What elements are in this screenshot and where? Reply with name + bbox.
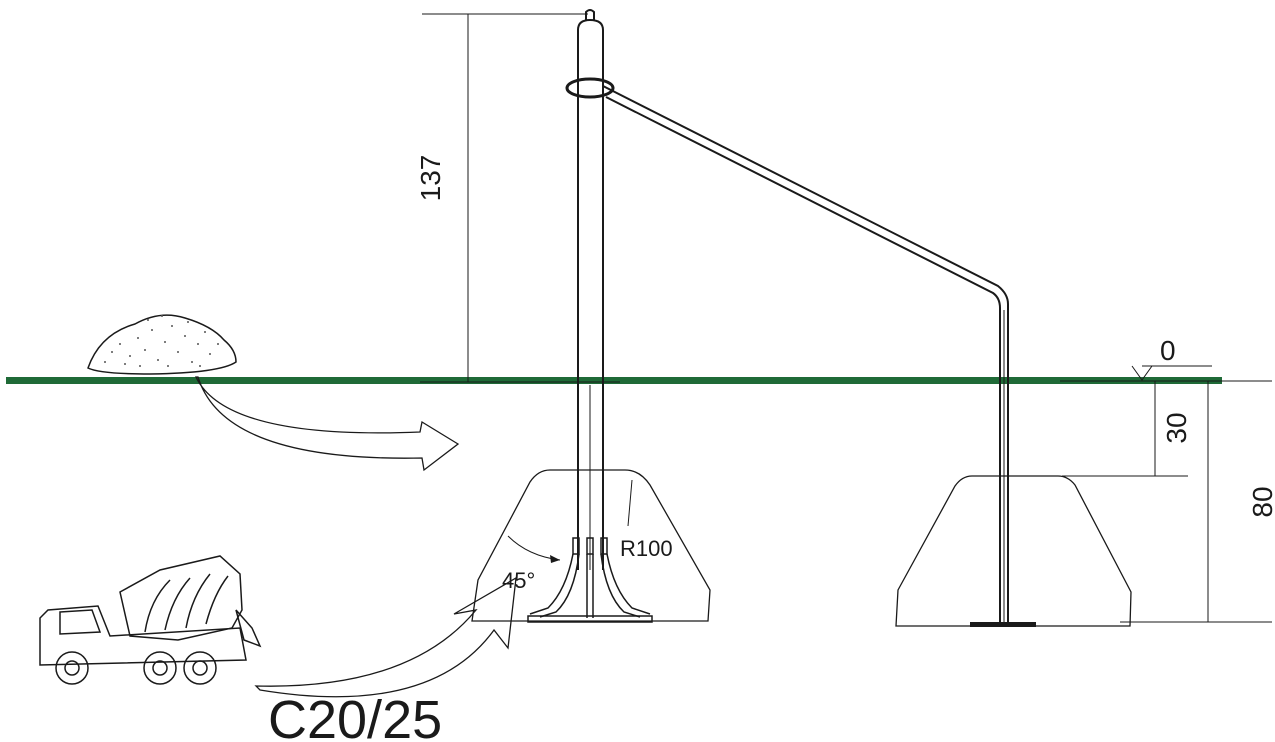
foundation-top-dimension-label: 30 bbox=[1161, 412, 1192, 443]
height-dimension-label: 137 bbox=[415, 155, 446, 202]
brace-arm bbox=[602, 85, 1009, 622]
pour-arrow-icon bbox=[254, 576, 517, 698]
foundation-depth-dimension-label: 80 bbox=[1247, 486, 1275, 517]
foundation-depth-dimension bbox=[1120, 381, 1272, 623]
main-post bbox=[577, 9, 604, 570]
angle-label: 45° bbox=[502, 568, 535, 593]
ground-line bbox=[6, 377, 1222, 384]
concrete-mixer-truck-icon bbox=[39, 555, 262, 685]
soil-pile-icon bbox=[87, 314, 237, 375]
anchor-legs bbox=[527, 537, 653, 623]
right-foundation bbox=[895, 475, 1132, 627]
right-base-plate bbox=[970, 622, 1036, 627]
concrete-grade-label: C20/25 bbox=[268, 690, 442, 742]
radius-label: R100 bbox=[620, 536, 673, 561]
height-dimension bbox=[420, 13, 620, 383]
foundation-top-dimension bbox=[1062, 381, 1188, 477]
ground-level-marker bbox=[1060, 365, 1272, 382]
radius-leader bbox=[627, 479, 633, 527]
ground-level-label: 0 bbox=[1160, 335, 1176, 366]
angle-arrowhead bbox=[550, 555, 560, 563]
backfill-arrow-icon bbox=[194, 376, 460, 472]
post-collar bbox=[565, 77, 615, 99]
left-foundation bbox=[471, 469, 711, 622]
